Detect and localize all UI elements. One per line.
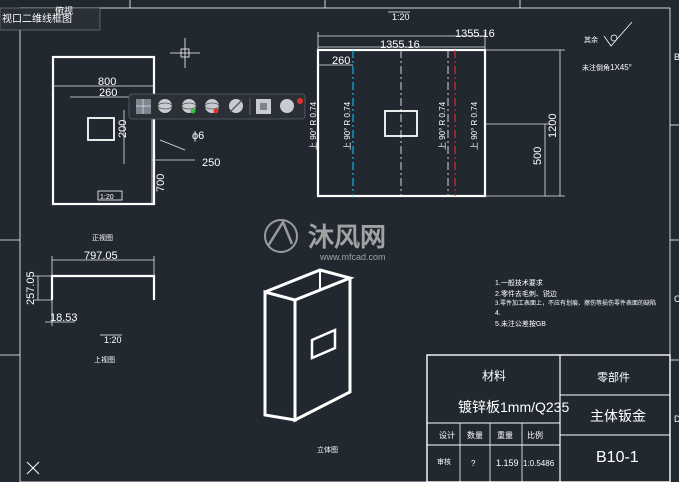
front-dim-phi6: ϕ6 bbox=[192, 130, 204, 142]
technical-notes: 1.一般技术要求 2.零件去毛刺、锐边 3.零件加工表面上，不应有划痕、擦伤等损… bbox=[495, 278, 656, 328]
material-value: 镀锌板1mm/Q235 bbox=[458, 399, 569, 415]
part-name: 主体钣金 bbox=[590, 408, 646, 424]
surface-finish-symbol bbox=[603, 21, 633, 47]
drawing-frame bbox=[19, 7, 671, 482]
drawing-number: B10-1 bbox=[596, 449, 639, 466]
border-label: C bbox=[674, 294, 679, 304]
viewport-shape-icon[interactable] bbox=[256, 99, 271, 114]
front-dim-700: 700 bbox=[155, 174, 167, 192]
title-header: 重量 bbox=[497, 430, 513, 440]
chamfer-spec: 1X45° bbox=[610, 63, 632, 72]
front-view bbox=[51, 55, 195, 206]
view-cube-icon[interactable] bbox=[136, 99, 151, 114]
top-dim-18: 18.53 bbox=[50, 312, 78, 324]
ucs-x-icon bbox=[26, 461, 40, 475]
zoom-sphere-icon[interactable] bbox=[204, 99, 220, 114]
flat-dim-500: 500 bbox=[532, 147, 544, 165]
front-scale: 1:20 bbox=[100, 194, 114, 201]
front-dim-260: 260 bbox=[99, 87, 117, 99]
bend-label: 上 90° R 0.74 bbox=[309, 101, 318, 150]
watermark-brand: 沐风网 bbox=[308, 223, 386, 253]
top-dim-257: 257.05 bbox=[25, 271, 37, 305]
flat-dim-260: 260 bbox=[332, 55, 350, 67]
walk-sphere-icon[interactable] bbox=[228, 98, 244, 114]
title-block bbox=[426, 354, 671, 482]
front-dim-250: 250 bbox=[202, 157, 220, 169]
top-view bbox=[34, 256, 156, 326]
bend-label: 上 90° R 0.74 bbox=[438, 101, 447, 150]
close-toolbar-icon[interactable] bbox=[280, 98, 303, 113]
top-caption: 上视图 bbox=[94, 355, 115, 364]
title-header: 比例 bbox=[527, 430, 543, 440]
viewport-control-tab[interactable] bbox=[0, 7, 101, 31]
title-value: 1:0.5486 bbox=[523, 459, 555, 468]
orbit-sphere-icon[interactable] bbox=[157, 99, 173, 113]
flat-dim-1200: 1200 bbox=[547, 114, 559, 138]
note-line: 2.零件去毛刺、锐边 bbox=[495, 289, 557, 298]
surface-label-1: 其余 bbox=[584, 35, 598, 44]
note-line: 1.一般技术要求 bbox=[495, 278, 543, 287]
flat-dim-1355-top: 1355.16 bbox=[455, 28, 495, 40]
bend-label: 上 90° R 0.74 bbox=[343, 101, 352, 150]
top-scale-label: 1:20 bbox=[392, 12, 410, 22]
surface-label-2: 未注倒角 bbox=[582, 63, 610, 72]
title-header: 设计 bbox=[439, 430, 455, 440]
title-header: 数量 bbox=[467, 430, 483, 440]
viewport-tab-label[interactable]: 视口二维线框图 bbox=[2, 12, 72, 25]
flat-dim-1355-inner: 1355.16 bbox=[380, 39, 420, 51]
top-scale: 1:20 bbox=[104, 335, 122, 345]
top-dim-797: 797.05 bbox=[84, 250, 118, 262]
front-dim-200: 200 bbox=[117, 120, 129, 138]
note-line: 4. bbox=[495, 310, 501, 317]
part-type: 零部件 bbox=[597, 370, 630, 384]
iso-caption: 立体图 bbox=[317, 445, 338, 454]
flat-pattern-view bbox=[316, 32, 565, 198]
title-value: ? bbox=[471, 459, 476, 468]
crosshair-cursor bbox=[170, 38, 200, 68]
bend-label: 上 90° R 0.74 bbox=[470, 101, 479, 150]
watermark-url: www.mfcad.com bbox=[319, 252, 386, 262]
title-value: 1.159 bbox=[496, 458, 519, 468]
front-dim-800: 800 bbox=[98, 76, 116, 88]
watermark: 沐风网 www.mfcad.com bbox=[264, 219, 386, 262]
view-toolbar[interactable] bbox=[128, 93, 306, 120]
isometric-view bbox=[263, 268, 355, 423]
note-line: 3.零件加工表面上，不应有划痕、擦伤等损伤零件表面的缺陷 bbox=[495, 299, 656, 307]
front-caption: 正视图 bbox=[92, 233, 113, 242]
note-line: 5.未注公差按GB bbox=[495, 319, 546, 328]
viewport-title-partial: 俯视 bbox=[55, 5, 73, 16]
title-value: 审核 bbox=[437, 457, 451, 466]
material-label: 材料 bbox=[482, 369, 506, 383]
pan-sphere-icon[interactable] bbox=[181, 99, 197, 114]
border-label: D bbox=[674, 414, 679, 424]
border-label: B bbox=[674, 52, 679, 62]
